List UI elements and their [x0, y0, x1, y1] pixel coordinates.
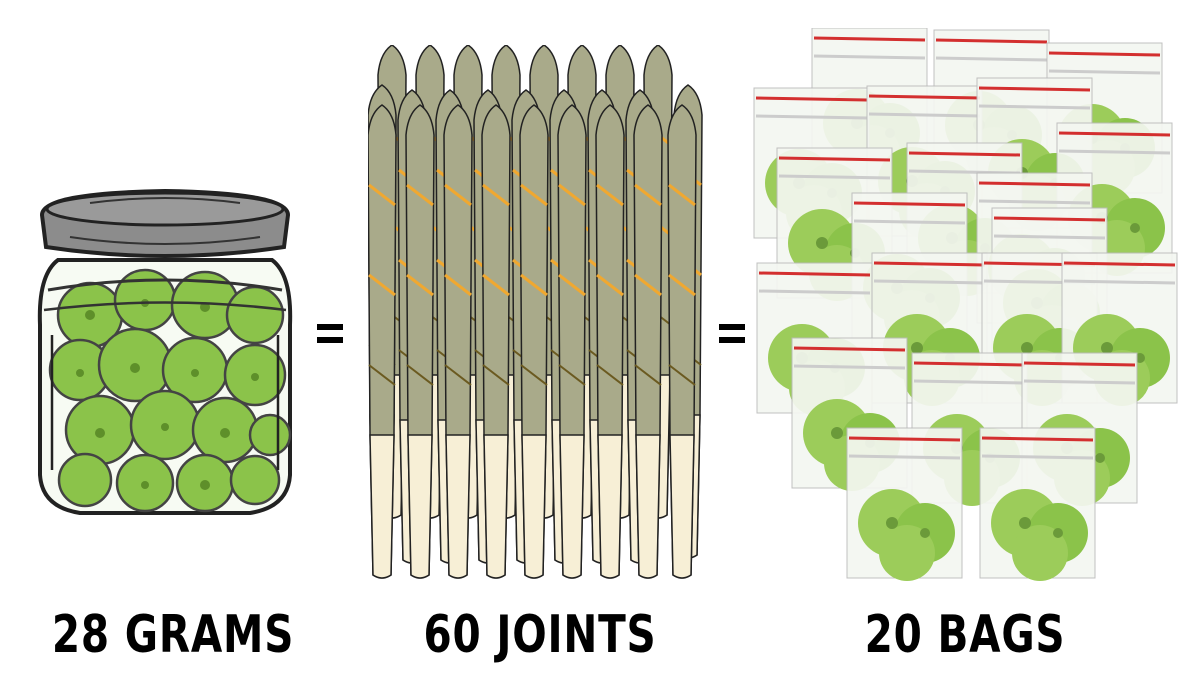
equals-sign: [719, 324, 745, 343]
joints-illustration: [368, 45, 703, 580]
equals-sign: [317, 324, 343, 343]
jar-illustration: [30, 185, 300, 520]
bags-illustration: [752, 28, 1182, 588]
joints-label: 60 JOINTS: [423, 605, 657, 665]
bags-label: 20 BAGS: [864, 605, 1066, 665]
grams-label: 28 GRAMS: [51, 605, 295, 665]
